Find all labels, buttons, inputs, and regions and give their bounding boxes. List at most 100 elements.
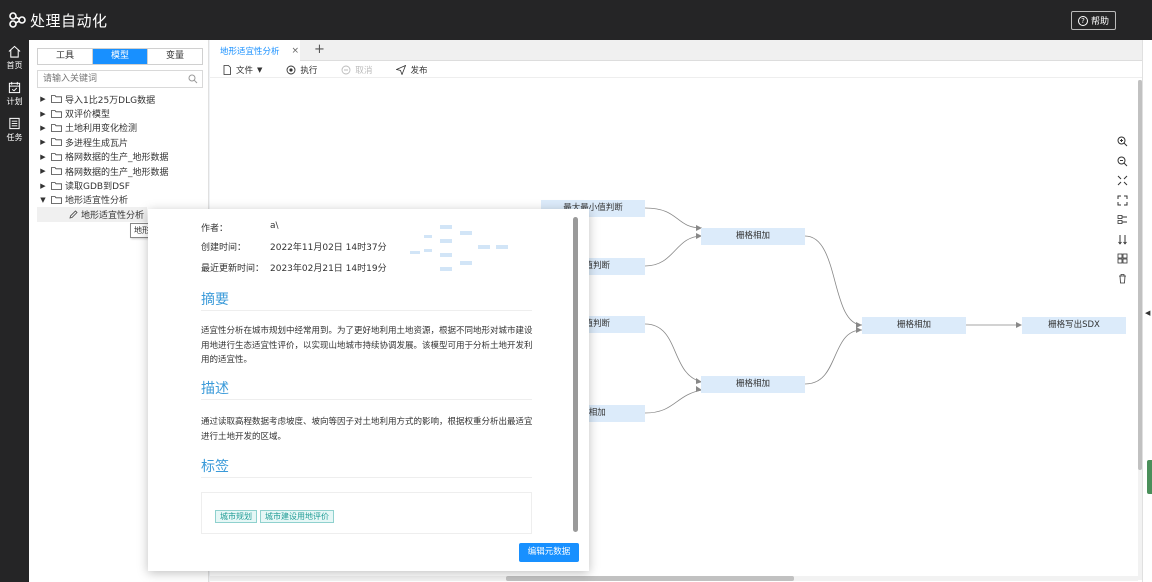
- rail-label: 计划: [6, 97, 23, 106]
- created-label: 创建时间：: [201, 243, 247, 253]
- rail-item-plan[interactable]: 计划: [0, 76, 29, 112]
- tree-item-label: 地形适宜性分析: [65, 196, 129, 207]
- flow-node[interactable]: 栅格写出SDX: [1022, 317, 1126, 334]
- model-thumbnail: [410, 225, 508, 271]
- tree-child-label: 地形适宜性分析: [81, 210, 145, 221]
- caret-right-icon[interactable]: ▶: [40, 181, 46, 190]
- tree-child-item[interactable]: 地形适宜性分析: [37, 207, 147, 222]
- tree-item[interactable]: ▶ 双评价模型: [37, 106, 207, 121]
- run-label: 执行: [300, 65, 318, 76]
- run-icon: [286, 65, 296, 74]
- collapse-left-icon[interactable]: ◀: [1145, 309, 1151, 317]
- scroll-thumb[interactable]: [1138, 80, 1142, 470]
- app-header: 处理自动化 ? 帮助: [0, 0, 1152, 40]
- folder-icon: [51, 152, 62, 161]
- tree-item[interactable]: ▶ 格网数据的生产_地形数据: [37, 150, 207, 164]
- flow-node[interactable]: 栅格相加: [701, 228, 805, 245]
- publish-button[interactable]: 发布: [396, 64, 427, 76]
- tab-label: 地形适宜性分析: [220, 46, 280, 57]
- zoom-out-icon[interactable]: [1113, 152, 1131, 172]
- description-text: 通过读取高程数据考虑坡度、坡向等因子对土地利用方式的影响，根据权重分析出最适宜进…: [201, 417, 533, 442]
- flow-node[interactable]: 栅格相加: [862, 317, 966, 334]
- tag[interactable]: 城市规划: [215, 510, 257, 523]
- fullscreen-icon[interactable]: [1113, 191, 1131, 211]
- help-button[interactable]: ? 帮助: [1070, 11, 1116, 30]
- side-widget-handle[interactable]: [1147, 460, 1152, 494]
- rail-item-home[interactable]: 首页: [0, 40, 29, 76]
- vertical-scrollbar[interactable]: [1138, 80, 1142, 580]
- tree-item-label: 土地利用变化检测: [65, 124, 138, 135]
- caret-right-icon[interactable]: ▶: [40, 167, 46, 176]
- divider: [201, 310, 532, 311]
- left-rail: 首页 计划 任务: [0, 40, 29, 582]
- close-icon[interactable]: ×: [291, 45, 300, 56]
- cancel-button[interactable]: 取消: [341, 64, 372, 76]
- caret-right-icon[interactable]: ▶: [40, 123, 46, 132]
- folder-icon: [51, 124, 62, 132]
- tree-item[interactable]: ▼ 地形适宜性分析: [37, 193, 207, 207]
- align-horizontal-icon[interactable]: [1113, 210, 1131, 230]
- caret-right-icon[interactable]: ▶: [40, 152, 46, 161]
- updated-label: 最近更新时间：: [201, 264, 265, 274]
- caret-right-icon[interactable]: ▶: [40, 109, 46, 118]
- tree-item[interactable]: ▶格网数据的生产_地形数据: [37, 164, 207, 178]
- tree-item[interactable]: ▶ 土地利用变化检测: [37, 121, 207, 135]
- panel-segments: 工具 模型 变量: [37, 48, 203, 65]
- edit-metadata-button[interactable]: 编辑元数据: [519, 543, 579, 562]
- caret-right-icon[interactable]: ▶: [40, 138, 46, 147]
- tree-item-label: 格网数据的生产_地形数据: [65, 153, 169, 164]
- list-icon: [9, 117, 20, 130]
- add-tab-icon[interactable]: +: [314, 42, 325, 57]
- created-row: 创建时间： 2022年11月02日 14时37分: [201, 240, 387, 253]
- chevron-down-icon: ▼: [257, 65, 263, 74]
- search-icon[interactable]: [188, 74, 198, 84]
- scroll-thumb[interactable]: [506, 576, 794, 581]
- send-icon: [396, 64, 407, 75]
- right-collapse-strip: ◀: [1142, 40, 1152, 582]
- file-icon: [223, 64, 231, 75]
- tree-item[interactable]: ▶ 导入1比25万DLG数据: [37, 92, 207, 106]
- folder-icon: [51, 109, 62, 118]
- rail-label: 任务: [6, 133, 23, 142]
- calendar-icon: [8, 81, 21, 94]
- help-label: 帮助: [1090, 17, 1109, 27]
- author-row: 作者： a\: [201, 221, 279, 234]
- horizontal-scrollbar[interactable]: [210, 576, 1138, 581]
- tree-item-label: 导入1比25万DLG数据: [65, 95, 156, 106]
- tree-item-label: 读取GDB到DSF: [65, 182, 130, 193]
- search-box: [37, 70, 203, 88]
- segment-tools[interactable]: 工具: [38, 49, 93, 64]
- tree-item-label: 双评价模型: [65, 110, 111, 121]
- tag[interactable]: 城市建设用地评价: [260, 510, 334, 523]
- cancel-label: 取消: [355, 65, 373, 76]
- flow-node[interactable]: 栅格相加: [701, 376, 805, 393]
- help-icon: ?: [1077, 15, 1088, 26]
- flow-canvas[interactable]: 最大最小值判断 小值判断 小值判断 格相加 栅格相加 栅格相加 栅格相加 栅格写…: [210, 80, 1138, 580]
- trash-icon[interactable]: [1113, 269, 1131, 289]
- tab-terrain-analysis[interactable]: 地形适宜性分析 ×: [210, 40, 300, 61]
- file-label: 文件: [236, 65, 254, 76]
- tree-item[interactable]: ▶ 读取GDB到DSF: [37, 178, 207, 193]
- tree-item-label: 多进程生成瓦片: [65, 138, 129, 149]
- home-icon: [8, 45, 21, 58]
- toolbar: 文件 ▼ 执行 取消 发布: [210, 62, 1142, 78]
- rail-item-task[interactable]: 任务: [0, 112, 29, 148]
- flow-edges: [644, 207, 1022, 414]
- layout-icon[interactable]: [1113, 249, 1131, 269]
- segment-variables[interactable]: 变量: [165, 51, 184, 61]
- model-tree: ▶导入1比25万DLG数据 ▶双评价模型 ▶土地利用变化检测 ▶多进程生成瓦片 …: [37, 92, 207, 222]
- publish-label: 发布: [410, 65, 428, 76]
- run-button[interactable]: 执行: [286, 64, 317, 76]
- align-vertical-icon[interactable]: [1113, 230, 1131, 250]
- logo-icon: [9, 12, 26, 28]
- segment-models[interactable]: 模型: [93, 49, 148, 64]
- search-input[interactable]: [38, 71, 178, 87]
- popup-scrollbar[interactable]: [573, 217, 578, 532]
- caret-down-icon[interactable]: ▼: [40, 195, 46, 204]
- caret-right-icon[interactable]: ▶: [40, 95, 46, 104]
- file-menu-button[interactable]: 文件 ▼: [222, 64, 262, 76]
- zoom-in-icon[interactable]: [1113, 132, 1131, 152]
- created-value: 2022年11月02日 14时37分: [270, 243, 387, 253]
- tree-item[interactable]: ▶ 多进程生成瓦片: [37, 135, 207, 149]
- fit-view-icon[interactable]: [1113, 171, 1131, 191]
